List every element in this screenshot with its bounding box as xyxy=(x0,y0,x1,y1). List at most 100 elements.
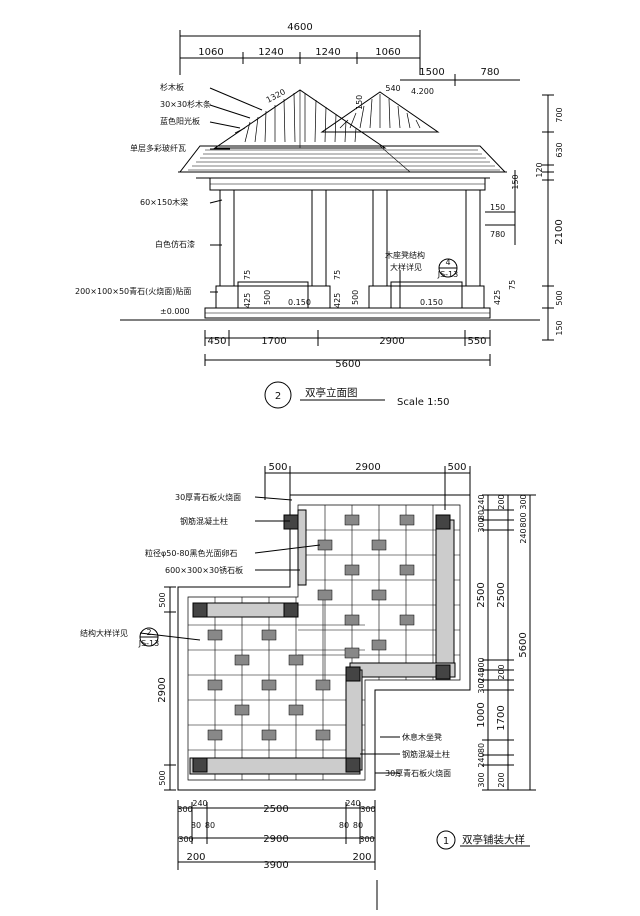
label-bench-structure: 木座凳结构 xyxy=(385,250,425,260)
vdim-500: 500 xyxy=(555,290,564,305)
plan-dim-left-500-b: 500 xyxy=(158,770,167,785)
dim-75-a: 75 xyxy=(243,270,252,280)
dim-500-a: 500 xyxy=(263,290,272,305)
label-stone-paint: 白色仿石漆 xyxy=(155,239,195,249)
label-blue-panel: 蓝色阳光板 xyxy=(160,116,200,126)
plan-rdim-80-top: 80 xyxy=(477,510,486,520)
dim-bottom-1700: 1700 xyxy=(261,336,286,347)
level-step-1: 0.150 xyxy=(288,298,311,307)
plan-bdim-80-d: 80 xyxy=(353,821,363,830)
plan-rdim-300-bot: 300 xyxy=(477,772,486,787)
paving-plan-drawing xyxy=(139,466,536,910)
dim-bottom-550: 550 xyxy=(467,336,486,347)
plan-r2dim-200-b: 200 xyxy=(497,664,506,679)
plan-dim-left-2900: 2900 xyxy=(157,677,168,702)
dim-1320: 1320 xyxy=(265,87,287,105)
dim-seg-4: 1060 xyxy=(375,47,400,58)
dim-right-1500: 1500 xyxy=(419,67,444,78)
plan-bdim-240-b: 240 xyxy=(345,799,360,808)
vdim-150-base: 150 xyxy=(555,320,564,335)
plan-rdim-240-mid: 240 xyxy=(477,667,486,682)
plan-dim-top-500-a: 500 xyxy=(268,462,287,473)
plan-bdim-200-b: 200 xyxy=(352,852,371,863)
plan-label-slab-top: 30厚青石板火烧面 xyxy=(175,492,241,502)
plan-callout-number: 2 xyxy=(146,628,151,637)
level-ground: ±0.000 xyxy=(160,307,190,316)
dim-500-b: 500 xyxy=(351,290,360,305)
plan-title: 双亭铺装大样 xyxy=(462,833,525,846)
title-number: 2 xyxy=(275,391,281,402)
plan-label-bench: 休息木坐凳 xyxy=(402,732,442,742)
plan-rdim-1000: 1000 xyxy=(476,702,487,727)
plan-rdim-240-bot: 240 xyxy=(477,752,486,767)
plan-rdim-2500: 2500 xyxy=(476,582,487,607)
plan-bdim-2900: 2900 xyxy=(263,834,288,845)
plan-annotations: 30厚青石板火烧面 钢筋混凝土柱 粒径φ50-80黑色光面卵石 600×300×… xyxy=(80,492,451,778)
plan-label-rust-stone: 600×300×30锈石板 xyxy=(165,565,243,575)
plan-callout-ref: JS-13 xyxy=(138,639,160,648)
plan-bdim-240-a: 240 xyxy=(192,799,207,808)
plan-bdim-300-d: 300 xyxy=(359,835,374,844)
plan-bdim-300-c: 300 xyxy=(178,835,193,844)
vdim-2100: 2100 xyxy=(554,219,565,244)
plan-r2dim-1700: 1700 xyxy=(496,705,507,730)
plan-rdim-inner-300: 300 xyxy=(519,494,528,509)
plan-dimensions: 500 2900 500 500 2900 500 240 80 300 250… xyxy=(157,462,529,871)
plan-label-rc-column-2: 钢筋混凝土柱 xyxy=(402,749,450,759)
plan-dim-top-500-b: 500 xyxy=(447,462,466,473)
label-fir-board: 杉木板 xyxy=(160,82,184,92)
plan-rdim-300-mid2: 300 xyxy=(477,678,486,693)
dim-bottom-5600: 5600 xyxy=(335,359,360,370)
plan-bdim-2500: 2500 xyxy=(263,804,288,815)
dim-right-780: 780 xyxy=(480,67,499,78)
plan-title-block: 1 双亭铺装大样 xyxy=(443,833,525,847)
plan-label-rc-column: 钢筋混凝土柱 xyxy=(180,516,228,526)
dim-overall-width: 4600 xyxy=(287,22,312,33)
dim-75-b: 75 xyxy=(333,270,342,280)
plan-bdim-300-b: 300 xyxy=(360,805,375,814)
vdim-700: 700 xyxy=(555,107,564,122)
dim-bottom-2900: 2900 xyxy=(379,336,404,347)
dim-inner-150: 150 xyxy=(490,203,505,212)
level-4200: 4.200 xyxy=(411,87,434,96)
plan-r2dim-2500: 2500 xyxy=(496,582,507,607)
dim-425-c: 425 xyxy=(493,290,502,305)
level-step-2: 0.150 xyxy=(420,298,443,307)
plan-dim-top-2900: 2900 xyxy=(355,462,380,473)
plan-label-struct-ref: 结构大样详见 xyxy=(80,628,128,638)
label-bluestone-facing: 200×100×50青石(火烧面)贴面 xyxy=(75,286,191,296)
elevation-drawing xyxy=(120,30,554,409)
dim-bottom-450: 450 xyxy=(207,336,226,347)
plan-rdim-300-top: 300 xyxy=(477,517,486,532)
dim-425-b: 425 xyxy=(333,293,342,308)
plan-title-number: 1 xyxy=(443,836,449,847)
label-bench-detail-ref: 大样详见 xyxy=(390,262,422,272)
plan-bdim-total-3900: 3900 xyxy=(263,860,288,871)
plan-rdim-80-bot: 80 xyxy=(477,743,486,753)
plan-bdim-300-a: 300 xyxy=(177,805,192,814)
dim-150-roof: 150 xyxy=(355,95,364,110)
plan-bdim-80-b: 80 xyxy=(205,821,215,830)
plan-rdim-inner-800: 800 xyxy=(519,512,528,527)
plan-label-slab-bottom: 30厚青石板火烧面 xyxy=(385,768,451,778)
label-wood-beam: 60×150木梁 xyxy=(140,197,188,207)
plan-rdim-inner-240: 240 xyxy=(519,528,528,543)
plan-label-pebbles: 粒径φ50-80黑色光面卵石 xyxy=(145,548,238,558)
vdim-120: 120 xyxy=(535,162,544,177)
plan-bdim-80-c: 80 xyxy=(339,821,349,830)
dim-seg-1: 1060 xyxy=(198,47,223,58)
plan-r2dim-200-a: 200 xyxy=(497,494,506,509)
plan-dim-left-500-a: 500 xyxy=(158,592,167,607)
elevation-title-block: 2 双亭立面图 Scale 1:50 xyxy=(275,386,450,408)
plan-rdim-total-5600: 5600 xyxy=(518,632,529,657)
dim-seg-3: 1240 xyxy=(315,47,340,58)
vdim-630: 630 xyxy=(555,142,564,157)
dim-425-a: 425 xyxy=(243,293,252,308)
callout-detail-number: 4 xyxy=(445,258,450,267)
elevation-annotations: 杉木板 30×30杉木条 蓝色阳光板 单层多彩玻纤瓦 60×150木梁 白色仿石… xyxy=(75,82,458,296)
dim-seg-2: 1240 xyxy=(258,47,283,58)
label-fir-strip: 30×30杉木条 xyxy=(160,99,211,109)
callout-sheet-ref: JS-13 xyxy=(437,270,459,279)
dim-75-c: 75 xyxy=(508,280,517,290)
